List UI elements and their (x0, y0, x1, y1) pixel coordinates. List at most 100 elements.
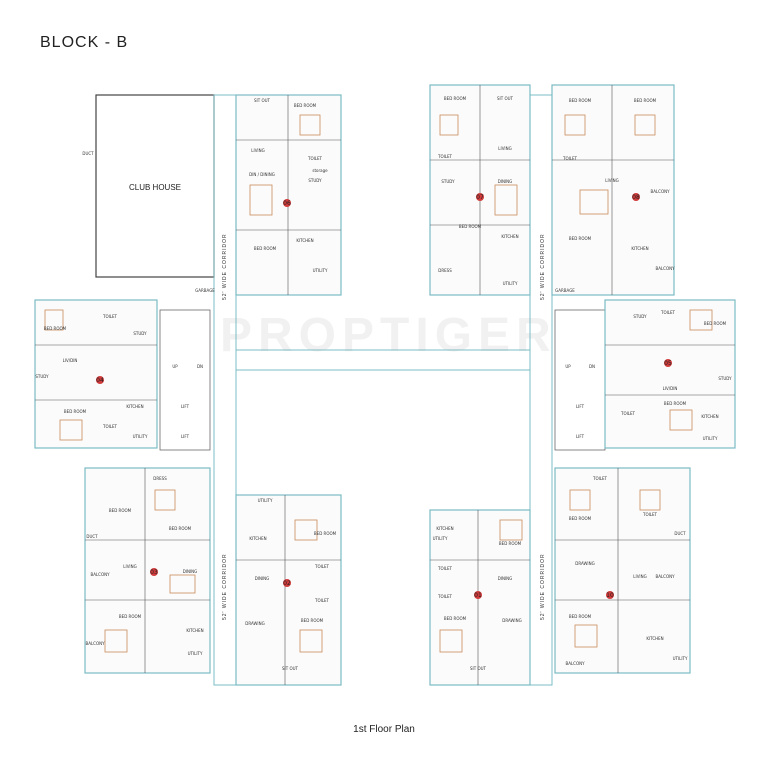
room-label: KITCHEN (186, 628, 203, 633)
room-label: BED ROOM (634, 98, 657, 103)
room-label: LIVING (251, 148, 264, 153)
room-label: BED ROOM (704, 321, 727, 326)
unit-04: BED ROOM TOILET STUDY LIV/DIN STUDY KITC… (34, 299, 158, 449)
room-label: BALCONY (90, 572, 110, 577)
room-label: BALCONY (85, 641, 105, 646)
unit-number-markers: 06 07 08 04 05 03 02 01 10 (96, 194, 672, 599)
room-label: STUDY (718, 376, 732, 381)
room-label: UTILITY (313, 268, 328, 273)
room-label: DIN / DINING (249, 172, 275, 177)
room-label: BED ROOM (569, 236, 592, 241)
room-label: BALCONY (650, 189, 670, 194)
room-label: DRESS (438, 268, 452, 273)
corridor-label-right-2: 52' WIDE CORRIDOR (540, 553, 546, 620)
room-label: UTILITY (703, 436, 718, 441)
room-label: DRAWING (575, 561, 594, 566)
room-label: TOILET (620, 411, 636, 416)
room-label: LIV/DIN (63, 358, 78, 363)
corridor-right: 52' WIDE CORRIDOR 52' WIDE CORRIDOR (529, 94, 553, 686)
room-label: BED ROOM (664, 401, 687, 406)
room-label: TOILET (314, 598, 330, 603)
floor-plan-caption: 1st Floor Plan (353, 724, 415, 735)
room-label: STUDY (441, 179, 455, 184)
garbage-label: GARBAGE (555, 288, 575, 293)
stair-up-label: UP (172, 364, 178, 369)
room-label: UTILITY (188, 651, 203, 656)
room-label: KITCHEN (296, 238, 313, 243)
room-label: BED ROOM (44, 326, 67, 331)
room-label: BED ROOM (569, 98, 592, 103)
room-label: BED ROOM (169, 526, 192, 531)
room-label: TOILET (314, 564, 330, 569)
duct-label: DUCT (82, 151, 94, 156)
room-label: DINING (255, 576, 270, 581)
unit-06: SIT OUT BED ROOM LIVING DIN / DINING TOI… (235, 94, 342, 296)
watermark: PROPTIGER (220, 309, 557, 362)
room-label: STUDY (35, 374, 49, 379)
room-label: UTILITY (673, 656, 688, 661)
room-label: BED ROOM (119, 614, 142, 619)
room-label: BED ROOM (444, 96, 467, 101)
room-label: DUCT (674, 531, 686, 536)
room-label: LIVING (605, 178, 618, 183)
room-label: BED ROOM (569, 516, 592, 521)
page-title: BLOCK - B (40, 34, 129, 51)
lift-label: LIFT (181, 404, 190, 409)
room-label: BED ROOM (459, 224, 482, 229)
room-label: STUDY (133, 331, 147, 336)
lift-lobby-right: UP DN LIFT LIFT (554, 309, 606, 451)
room-label: DINING (498, 179, 513, 184)
room-label: UTILITY (433, 536, 448, 541)
unit-01: KITCHEN UTILITY BED ROOM TOILET DINING T… (429, 509, 531, 686)
room-label: TOILET (102, 424, 118, 429)
room-label: LIVING (123, 564, 136, 569)
room-label: DRAWING (502, 618, 521, 623)
corridor-label-left-2: 52' WIDE CORRIDOR (222, 553, 228, 620)
room-label: KITCHEN (701, 414, 718, 419)
lift-label: LIFT (181, 434, 190, 439)
club-house-label: CLUB HOUSE (129, 183, 181, 192)
club-house: CLUB HOUSE (95, 94, 215, 278)
unit-marker: 03 (150, 569, 158, 576)
room-label: UTILITY (258, 498, 273, 503)
unit-marker: 02 (283, 580, 291, 587)
room-label: KITCHEN (126, 404, 143, 409)
room-label: BALCONY (655, 574, 675, 579)
room-label: TOILET (307, 156, 323, 161)
unit-07: BED ROOM SIT OUT LIVING TOILET STUDY DIN… (429, 84, 531, 296)
unit-02: UTILITY KITCHEN BED ROOM TOILET DINING T… (235, 494, 342, 686)
lift-label: LIFT (576, 434, 585, 439)
unit-marker: 08 (632, 194, 640, 201)
room-label: DRESS (153, 476, 167, 481)
room-label: TOILET (660, 310, 676, 315)
room-label: DINING (183, 569, 198, 574)
room-label: DINING (498, 576, 513, 581)
room-label: DUCT (86, 534, 98, 539)
lift-label: LIFT (576, 404, 585, 409)
room-label: BED ROOM (499, 541, 522, 546)
room-label: UTILITY (503, 281, 518, 286)
unit-08: BED ROOM BED ROOM TOILET LIVING BALCONY … (551, 84, 675, 296)
room-label: TOILET (437, 154, 453, 159)
room-label: BALCONY (655, 266, 675, 271)
room-label: TOILET (592, 476, 608, 481)
room-label: SIT OUT (497, 96, 514, 101)
stair-down-label: DN (197, 364, 203, 369)
room-label: KITCHEN (631, 246, 648, 251)
corridor-label-left: 52' WIDE CORRIDOR (222, 233, 228, 300)
unit-marker: 10 (606, 592, 614, 599)
unit-marker: 04 (96, 377, 104, 384)
room-label: TOILET (102, 314, 118, 319)
room-label: BED ROOM (294, 103, 317, 108)
unit-10: TOILET BED ROOM TOILET DUCT DRAWING LIVI… (554, 467, 691, 674)
room-label: BED ROOM (64, 409, 87, 414)
room-label: BED ROOM (314, 531, 337, 536)
room-label: STUDY (633, 314, 647, 319)
room-label: KITCHEN (646, 636, 663, 641)
stair-up-label: UP (565, 364, 571, 369)
room-label: TOILET (562, 156, 578, 161)
room-label: DRAWING (245, 621, 264, 626)
room-label: BED ROOM (254, 246, 277, 251)
room-label: SIT OUT (282, 666, 299, 671)
